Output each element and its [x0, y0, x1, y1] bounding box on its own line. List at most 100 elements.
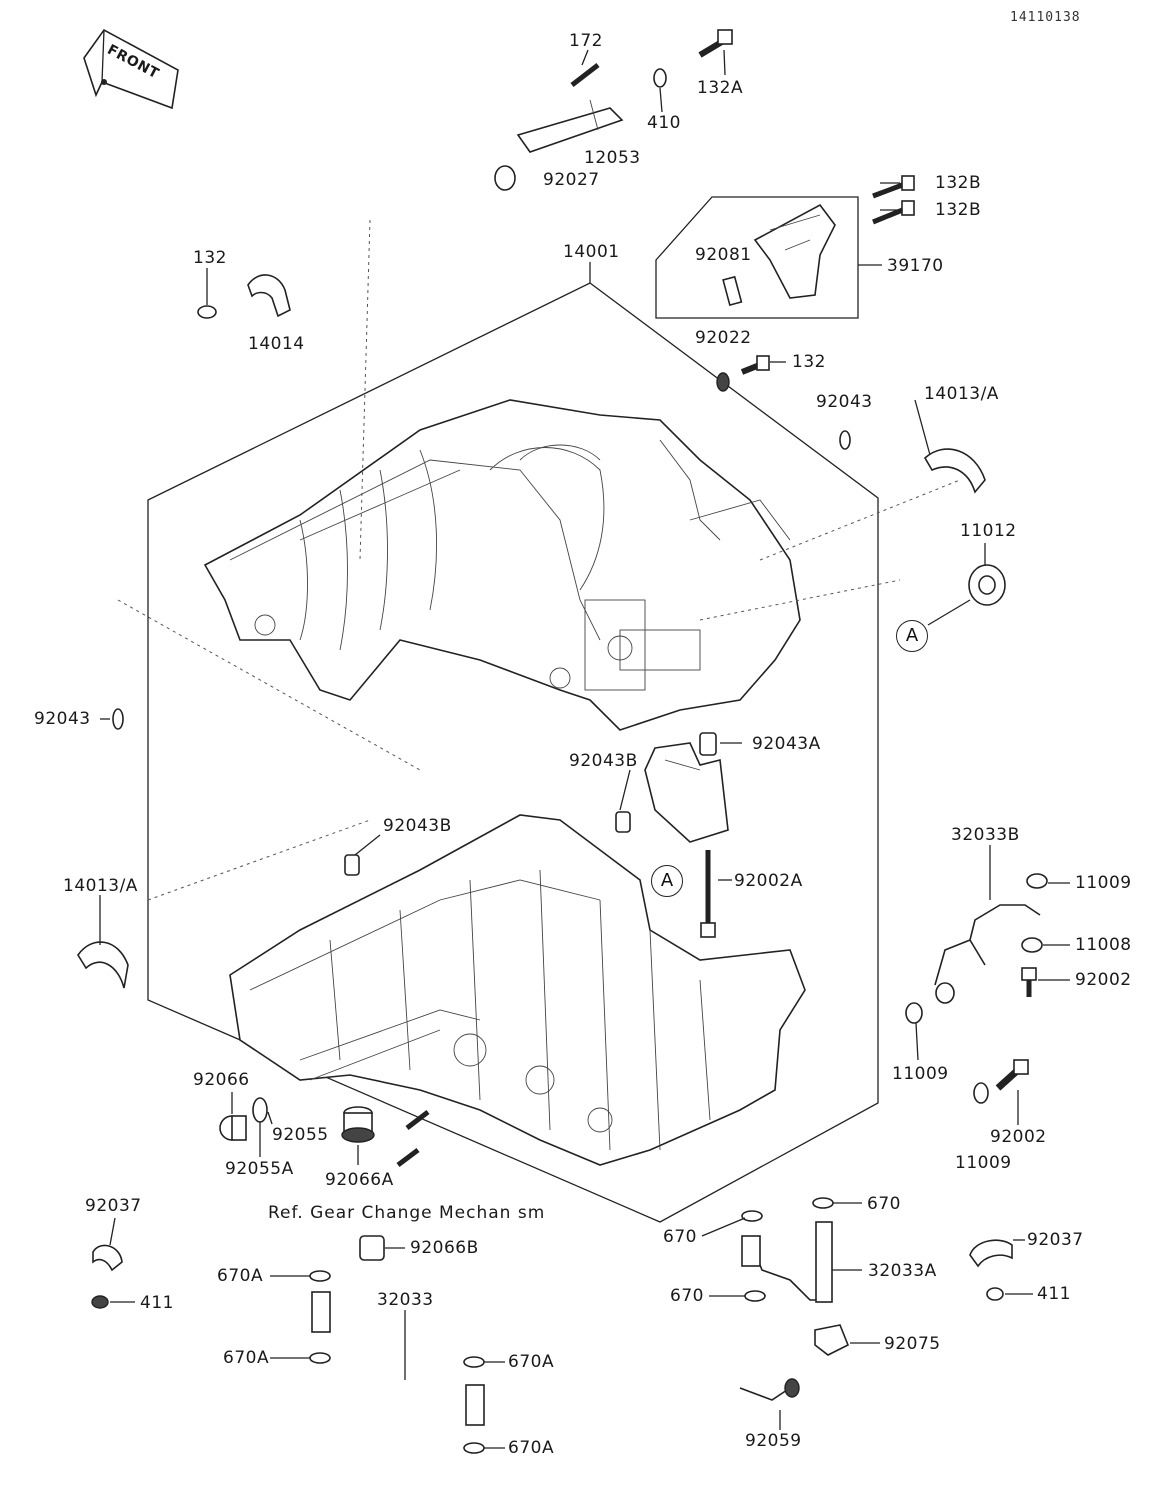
pipe-32033	[311, 1291, 485, 1426]
washer-410	[653, 68, 667, 88]
label-92066: 92066	[193, 1070, 250, 1090]
label-132-right: 132	[792, 352, 826, 372]
label-411-left: 411	[140, 1293, 174, 1313]
pipe-32033A	[741, 1221, 833, 1303]
stud-gear-change-2	[396, 1148, 420, 1167]
plug-92066	[219, 1115, 247, 1141]
label-92037-right: 92037	[1027, 1230, 1084, 1250]
dowel-92043B-left	[344, 854, 360, 876]
bolt-132A	[698, 29, 733, 58]
bolt-132B-upper	[872, 175, 915, 199]
oring-670A-3	[463, 1356, 485, 1368]
label-92037-left: 92037	[85, 1196, 142, 1216]
label-92081: 92081	[695, 245, 752, 265]
oring-670-2	[741, 1210, 763, 1222]
label-32033B: 32033B	[951, 825, 1020, 845]
bolt-92002-a	[1021, 967, 1037, 997]
pin-172	[570, 63, 600, 87]
callout-A-center: A	[651, 865, 683, 897]
stud-92002A	[700, 850, 716, 938]
bearing-14013A-right	[923, 448, 986, 494]
callout-A-right: A	[896, 620, 928, 652]
stud-gear-change	[405, 1110, 430, 1130]
bearing-14013A-left	[77, 941, 129, 989]
guide-lines	[117, 219, 961, 901]
breather-box	[655, 196, 859, 319]
part-92027	[494, 165, 516, 191]
bolt-92002-b	[995, 1059, 1029, 1091]
label-92043A: 92043A	[752, 734, 821, 754]
label-411-right: 411	[1037, 1284, 1071, 1304]
part-92066B	[359, 1235, 385, 1261]
label-132-top: 132	[193, 248, 227, 268]
label-92002A: 92002A	[734, 871, 803, 891]
label-92027: 92027	[543, 170, 600, 190]
dowel-92043-top	[839, 430, 851, 450]
dowel-92043B-right	[615, 811, 631, 833]
label-12053: 12053	[584, 148, 641, 168]
front-arrow-icon	[83, 28, 179, 110]
label-92059: 92059	[745, 1431, 802, 1451]
label-92002-a: 92002	[1075, 970, 1132, 990]
oring-670-3	[744, 1290, 766, 1302]
label-14001: 14001	[563, 242, 620, 262]
oring-670-1	[812, 1197, 834, 1209]
label-670-1: 670	[867, 1194, 901, 1214]
part-14014	[247, 274, 291, 318]
label-14013A-right: 14013/A	[924, 384, 999, 404]
label-14013A-left: 14013/A	[63, 876, 138, 896]
label-92022: 92022	[695, 328, 752, 348]
pipe-32033B	[934, 904, 1041, 1004]
label-11009-a: 11009	[1075, 873, 1132, 893]
label-11012: 11012	[960, 521, 1017, 541]
reference-note: Ref. Gear Change Mechan sm	[268, 1203, 546, 1223]
label-32033A: 32033A	[868, 1261, 937, 1281]
label-39170: 39170	[887, 256, 944, 276]
label-92066B: 92066B	[410, 1238, 479, 1258]
seal-11012	[927, 564, 1006, 626]
label-670A-3: 670A	[508, 1352, 555, 1372]
washer-411-left	[91, 1295, 109, 1309]
leader-lines	[99, 49, 1070, 1449]
oring-670A-4	[463, 1442, 485, 1454]
oring-670A-1	[309, 1270, 331, 1282]
washer-11008	[1021, 937, 1043, 953]
oring-670A-2	[309, 1352, 331, 1364]
diagram-code: 14110138	[1010, 10, 1081, 25]
washer-11009-c	[973, 1082, 989, 1104]
lower-crankcase	[229, 814, 806, 1166]
label-11009-c: 11009	[955, 1153, 1012, 1173]
washer-11009-a	[1026, 873, 1048, 889]
label-32033: 32033	[377, 1290, 434, 1310]
gasket-92055A	[252, 1097, 268, 1123]
label-14014: 14014	[248, 334, 305, 354]
bracket-part	[644, 742, 729, 843]
label-92043B-right: 92043B	[569, 751, 638, 771]
part-12053	[516, 99, 624, 153]
dowel-92043-left	[112, 708, 124, 730]
plug-92066A	[341, 1106, 375, 1143]
label-11009-b: 11009	[892, 1064, 949, 1084]
label-92055A: 92055A	[225, 1159, 294, 1179]
label-92066A: 92066A	[325, 1170, 394, 1190]
bolt-132-left	[197, 268, 217, 319]
label-11008: 11008	[1075, 935, 1132, 955]
label-92043-top: 92043	[816, 392, 873, 412]
pipe-92059	[739, 1378, 800, 1401]
label-670-3: 670	[670, 1286, 704, 1306]
breather-assembly	[722, 203, 836, 307]
label-132B-1: 132B	[935, 173, 982, 193]
label-670A-1: 670A	[217, 1266, 264, 1286]
label-670A-2: 670A	[223, 1348, 270, 1368]
label-132A: 132A	[697, 78, 744, 98]
label-670A-4: 670A	[508, 1438, 555, 1458]
bolt-132B-lower	[872, 200, 915, 225]
label-92075: 92075	[884, 1334, 941, 1354]
dowel-92043A	[699, 732, 717, 756]
clamp-92037-right	[969, 1239, 1013, 1268]
label-132B-2: 132B	[935, 200, 982, 220]
washer-411-right	[986, 1287, 1004, 1301]
upper-crankcase	[203, 399, 801, 731]
